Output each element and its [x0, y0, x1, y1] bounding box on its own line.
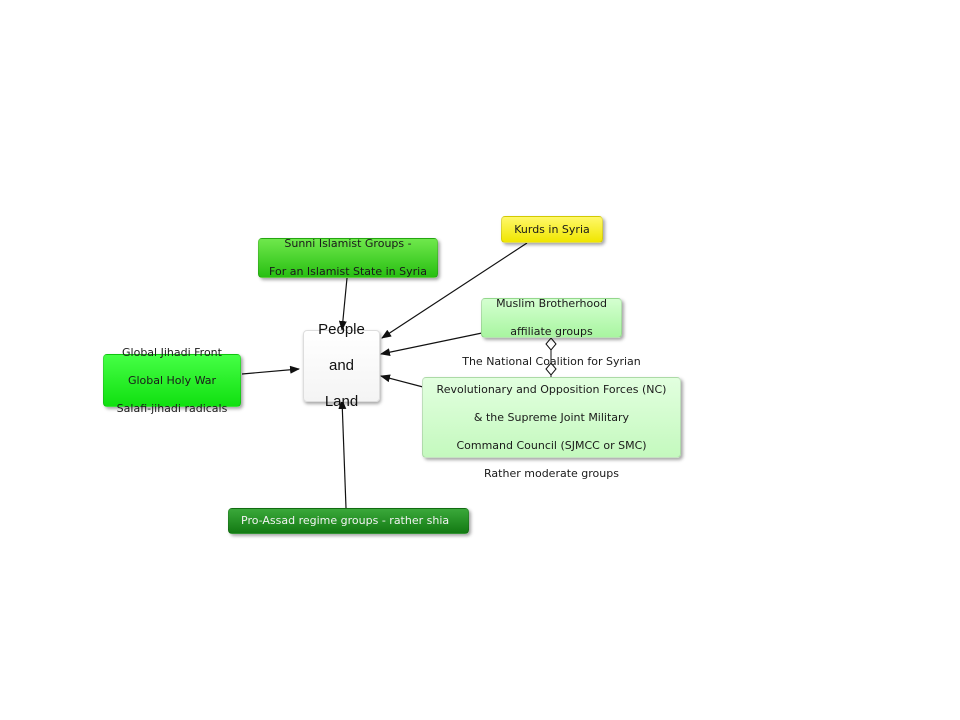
node-jihadi-line-2: Global Holy War: [127, 373, 217, 387]
node-assad-label: Pro-Assad regime groups - rather shia: [241, 514, 450, 527]
center-line-1: People: [318, 321, 365, 338]
node-nc-line-2: Revolutionary and Opposition Forces (NC): [436, 382, 667, 396]
node-mb-line-1: Muslim Brotherhood: [496, 297, 607, 310]
node-global-jihadi-front: Global Jihadi Front Global Holy War Sala…: [103, 346, 241, 415]
edge-mb-to-center: [380, 332, 483, 357]
node-sunni-islamist-groups: Sunni Islamist Groups - For an Islamist …: [258, 237, 438, 278]
node-nc-line-1: The National Coalition for Syrian: [462, 354, 641, 368]
edge-nc-to-center: [380, 374, 424, 388]
node-jihadi-line-1: Global Jihadi Front: [122, 345, 222, 359]
aggregation-diamond-bottom: [545, 362, 557, 376]
node-muslim-brotherhood: Muslim Brotherhood affiliate groups: [481, 297, 622, 338]
node-mb-line-2: affiliate groups: [510, 325, 593, 338]
center-line-2: and: [328, 357, 355, 374]
aggregation-diamond-top: [545, 337, 557, 351]
node-kurds-label: Kurds in Syria: [514, 222, 590, 236]
center-line-3: Land: [324, 393, 359, 410]
node-pro-assad-regime-groups: Pro-Assad regime groups - rather shia: [228, 508, 469, 534]
edge-jihadi-to-center: [241, 365, 300, 375]
edge-sunni-to-center: [338, 277, 348, 331]
node-sunni-line-1: Sunni Islamist Groups -: [284, 237, 412, 250]
node-people-and-land: People and Land: [303, 321, 380, 410]
node-nc-line-4: Command Council (SJMCC or SMC): [456, 438, 647, 452]
node-sunni-line-2: For an Islamist State in Syria: [269, 265, 427, 278]
node-nc-line-5: Rather moderate groups: [484, 466, 619, 480]
node-national-coalition: The National Coalition for Syrian Revolu…: [422, 355, 681, 480]
edge-kurds-to-center: [381, 242, 528, 339]
edge-assad-to-center: [338, 399, 347, 509]
node-jihadi-line-3: Salafi-jihadi radicals: [116, 401, 228, 415]
node-nc-line-3: & the Supreme Joint Military: [473, 410, 630, 424]
node-kurds-in-syria: Kurds in Syria: [501, 216, 603, 243]
